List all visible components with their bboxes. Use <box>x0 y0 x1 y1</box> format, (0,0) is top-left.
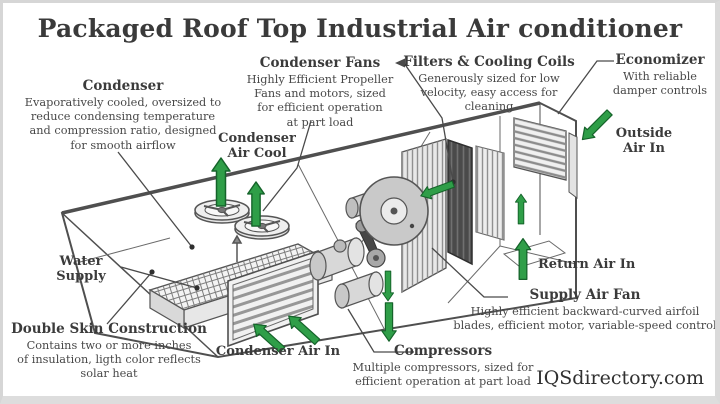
label-supply-air-fan: Supply Air Fan Highly efficient backward… <box>452 287 718 333</box>
condenser-description: Evaporatively cooled, oversized to reduc… <box>24 95 222 152</box>
condenser-fan-icon <box>194 199 250 224</box>
compressors-description: Multiple compressors, sized for efficien… <box>352 360 534 388</box>
filter-panel <box>447 138 473 266</box>
condenser-intake-louver <box>227 249 319 348</box>
water-supply-heading: Water Supply <box>56 254 106 284</box>
filters-heading: Filters & Cooling Coils <box>403 54 575 70</box>
condenser-heading: Condenser <box>82 78 164 94</box>
economizer-louver <box>513 117 578 199</box>
label-economizer: Economizer With reliable damper controls <box>604 52 716 98</box>
economizer-description: With reliable damper controls <box>612 69 708 97</box>
return-air-in-heading: Return Air In <box>538 257 636 272</box>
condenser-fans-description: Highly Efficient Propeller Fans and moto… <box>246 72 394 129</box>
label-condenser: Condenser Evaporatively cooled, oversize… <box>8 78 238 153</box>
condenser-air-cool-heading: Condenser Air Cool <box>218 131 296 161</box>
condenser-fan-icon <box>234 215 290 240</box>
economizer-heading: Economizer <box>615 52 705 68</box>
label-outside-air-in: Outside Air In <box>596 126 692 157</box>
filters-description: Generously sized for low velocity, easy … <box>418 71 560 114</box>
double-skin-heading: Double Skin Construction <box>11 321 207 337</box>
condenser-fans-heading: Condenser Fans <box>259 55 381 71</box>
label-condenser-air-in: Condenser Air In <box>198 344 358 360</box>
return-air-opening <box>502 240 567 268</box>
label-return-air-in: Return Air In <box>538 257 678 273</box>
outside-air-in-heading: Outside Air In <box>615 126 673 156</box>
water-nozzle <box>231 234 243 262</box>
rear-coil-panel <box>475 145 505 241</box>
compressors-heading: Compressors <box>393 343 493 359</box>
label-condenser-fans: Condenser Fans Highly Efficient Propelle… <box>234 55 406 130</box>
compressor-icon <box>309 237 365 281</box>
label-compressors: Compressors Multiple compressors, sized … <box>348 343 538 389</box>
condenser-air-in-heading: Condenser Air In <box>215 344 341 359</box>
label-condenser-air-cool: Condenser Air Cool <box>203 131 311 162</box>
supply-air-fan-heading: Supply Air Fan <box>529 287 641 303</box>
watermark: IQSdirectory.com <box>536 367 704 389</box>
supply-air-fan-description: Highly efficient backward-curved airfoil… <box>453 304 717 332</box>
page-title: Packaged Roof Top Industrial Air conditi… <box>37 14 683 43</box>
compressor-icon <box>334 271 384 309</box>
supply-fan-icon <box>359 176 429 246</box>
label-double-skin-construction: Double Skin Construction Contains two or… <box>0 321 218 382</box>
double-skin-description: Contains two or more inches of insulatio… <box>17 338 201 381</box>
label-filters-cooling-coils: Filters & Cooling Coils Generously sized… <box>400 54 578 115</box>
label-water-supply: Water Supply <box>42 254 120 285</box>
